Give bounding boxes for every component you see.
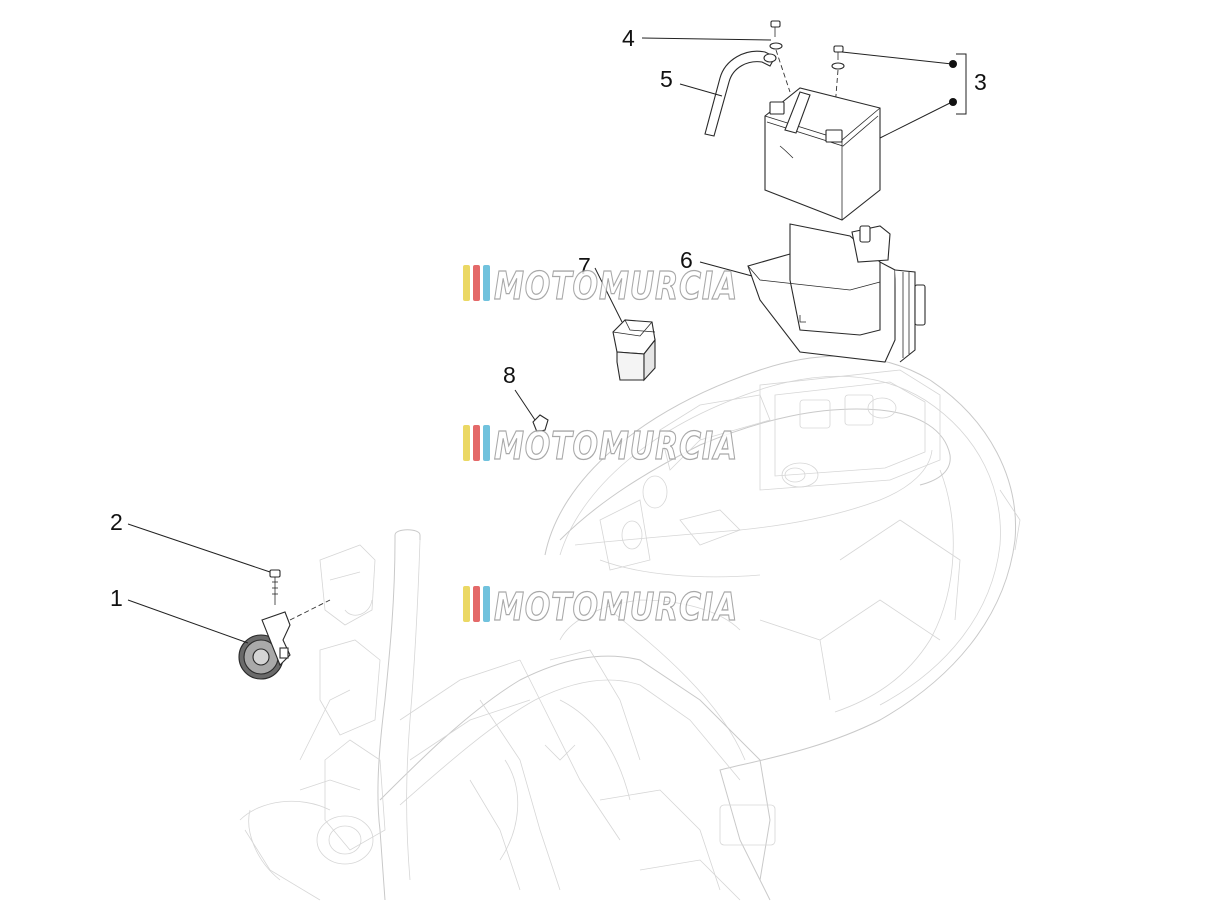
watermark-text: MOTOMURCIA xyxy=(494,424,738,468)
callout-6-label[interactable]: 6 xyxy=(680,247,693,273)
watermark-text: MOTOMURCIA xyxy=(494,264,738,308)
battery-vent-tube-part[interactable] xyxy=(704,50,777,137)
watermark-stripe-blue xyxy=(483,586,490,622)
horn-screw-part[interactable] xyxy=(269,569,281,605)
battery-part[interactable] xyxy=(764,87,881,221)
callout-leaders xyxy=(127,37,967,644)
clip-part[interactable] xyxy=(532,414,549,433)
horn-part[interactable] xyxy=(238,611,291,680)
watermark-stripe-blue xyxy=(483,265,490,301)
callout-8-label[interactable]: 8 xyxy=(503,362,516,388)
watermark-bottom: MOTOMURCIA xyxy=(463,584,738,630)
callout-7-label[interactable]: 7 xyxy=(578,253,591,279)
watermark-stripe-yellow xyxy=(463,265,470,301)
scooter-frame-body xyxy=(239,355,1021,901)
callout-5-label[interactable]: 5 xyxy=(660,66,673,92)
callout-2-label[interactable]: 2 xyxy=(110,509,123,535)
callout-3-label[interactable]: 3 xyxy=(974,69,987,95)
relay-box-part[interactable] xyxy=(612,319,656,382)
watermark-top: MOTOMURCIA xyxy=(463,263,738,309)
watermark-stripe-yellow xyxy=(463,586,470,622)
battery-tray-part[interactable] xyxy=(747,223,926,363)
watermark-stripe-red xyxy=(473,586,480,622)
battery-terminal-screw-part[interactable] xyxy=(769,20,791,93)
watermark-stripe-yellow xyxy=(463,425,470,461)
bracket-dots xyxy=(949,60,957,106)
watermark-text: MOTOMURCIA xyxy=(494,585,738,629)
callout-4-label[interactable]: 4 xyxy=(622,25,635,51)
watermark-stripe-red xyxy=(473,425,480,461)
watermark-stripe-red xyxy=(473,265,480,301)
callout-1-label[interactable]: 1 xyxy=(110,585,123,611)
watermark-stripe-blue xyxy=(483,425,490,461)
watermark-middle: MOTOMURCIA xyxy=(463,423,738,469)
